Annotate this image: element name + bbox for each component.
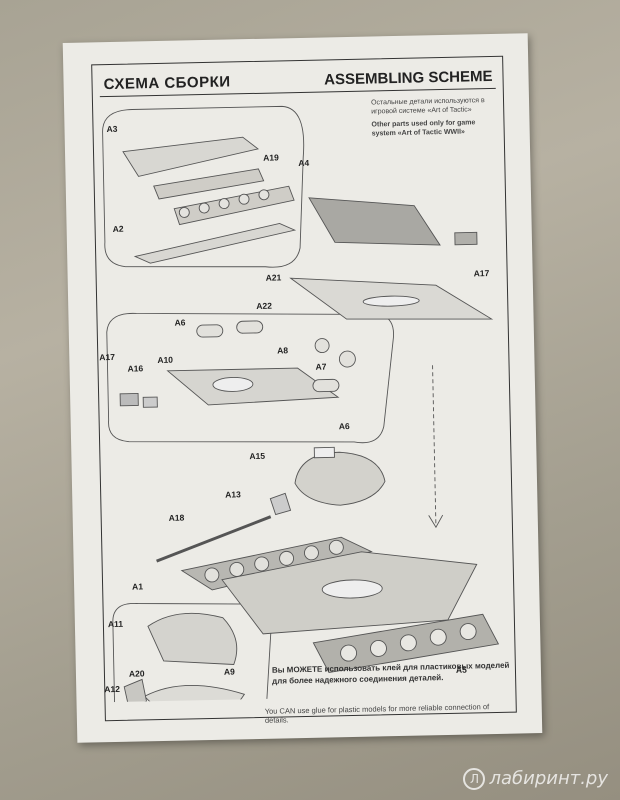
label-a10: A10 xyxy=(157,355,173,365)
label-a4: A4 xyxy=(298,158,309,168)
label-a13: A13 xyxy=(225,489,241,499)
label-a9: A9 xyxy=(224,666,235,676)
label-a20: A20 xyxy=(129,668,145,678)
part-a8-shape xyxy=(314,338,330,354)
label-a2: A2 xyxy=(113,224,124,234)
labirint-logo-icon: Л xyxy=(463,768,486,790)
label-a17: A17 xyxy=(99,352,115,362)
part-a7-shape xyxy=(338,350,356,368)
part-a9-shape xyxy=(143,684,246,703)
part-a12-shape xyxy=(123,678,148,703)
part-a1-shape xyxy=(180,536,373,591)
label-a22: A22 xyxy=(256,301,272,311)
part-a17-shape xyxy=(454,231,478,246)
label-a6-top: A6 xyxy=(174,317,185,327)
part-a10-shape xyxy=(166,367,340,406)
part-track-top xyxy=(308,197,441,246)
label-a17-top: A17 xyxy=(474,268,490,278)
part-a17-small xyxy=(119,392,139,407)
assembly-diagram: A3 A19 A4 A2 A17 A21 A22 A6 A8 A7 A6 A17… xyxy=(99,105,500,703)
watermark-text: лабиринт.ру xyxy=(489,768,608,789)
label-a12: A12 xyxy=(104,684,120,694)
assembly-arrow xyxy=(432,365,437,526)
label-a7: A7 xyxy=(315,361,326,371)
label-a18: A18 xyxy=(169,512,185,522)
glue-note-en: You CAN use glue for plastic models for … xyxy=(264,702,490,725)
title-ru: СХЕМА СБОРКИ xyxy=(103,73,231,94)
bubble-hull xyxy=(106,312,394,444)
title-en: ASSEMBLING SCHEME xyxy=(324,67,493,89)
part-a11-shape xyxy=(147,612,238,665)
bubble-turret xyxy=(112,603,272,703)
label-a6-bottom: A6 xyxy=(339,421,350,431)
label-a1: A1 xyxy=(132,581,143,591)
label-a21: A21 xyxy=(266,272,282,282)
part-a16-shape xyxy=(142,396,158,408)
label-a11: A11 xyxy=(108,619,124,629)
part-a6-cyl-3 xyxy=(312,378,340,393)
part-a18-shape xyxy=(156,515,272,563)
label-a16: A16 xyxy=(127,363,143,373)
label-a3: A3 xyxy=(106,124,117,134)
part-a6-cyl-1 xyxy=(196,324,224,338)
instruction-sheet: СХЕМА СБОРКИ ASSEMBLING SCHEME Остальные… xyxy=(62,33,543,743)
bubble-suspension xyxy=(102,105,305,268)
part-a15-shape xyxy=(294,451,386,506)
label-a15: A15 xyxy=(249,451,265,461)
part-a3-shape xyxy=(122,136,260,177)
part-a13-shape xyxy=(269,492,292,516)
part-a6-cyl-2 xyxy=(236,320,264,334)
label-a5: A5 xyxy=(456,665,467,675)
label-a8: A8 xyxy=(277,345,288,355)
part-a2-shape xyxy=(133,222,297,264)
label-a19: A19 xyxy=(263,152,279,162)
part-a19-shape xyxy=(153,168,265,200)
